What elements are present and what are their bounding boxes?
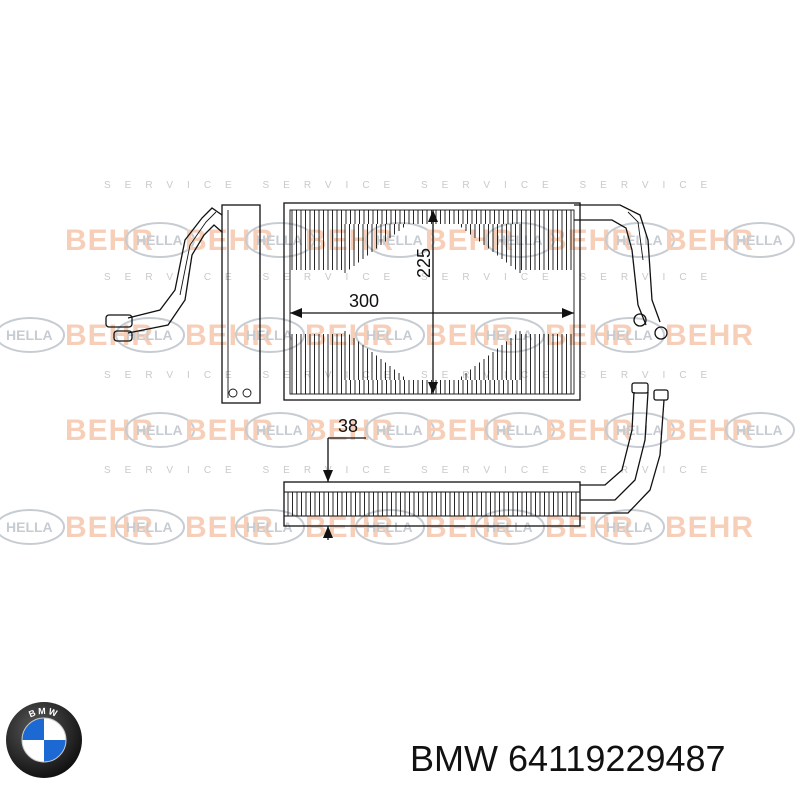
svg-text:HELLA: HELLA <box>366 327 413 343</box>
svg-text:HELLA: HELLA <box>136 422 183 438</box>
svg-text:HELLA: HELLA <box>486 327 533 343</box>
svg-text:HELLA: HELLA <box>496 422 543 438</box>
hella-watermark: HELLA <box>725 222 795 258</box>
behr-watermark: BEHR <box>305 511 394 544</box>
hella-watermark: HELLA <box>245 412 315 448</box>
behr-watermark: BEHR <box>65 511 154 544</box>
behr-watermark: BEHR <box>665 319 754 352</box>
behr-watermark: BEHR <box>185 319 274 352</box>
behr-watermark: BEHR <box>305 224 394 257</box>
svg-text:HELLA: HELLA <box>256 422 303 438</box>
service-watermark: SERVICE SERVICE SERVICE SERVICE <box>104 370 721 381</box>
part-number: 64119229487 <box>508 738 726 779</box>
svg-text:HELLA: HELLA <box>376 422 423 438</box>
dimension-depth: 38 <box>323 416 366 540</box>
front-view <box>283 202 668 401</box>
svg-text:HELLA: HELLA <box>486 519 533 535</box>
svg-text:HELLA: HELLA <box>606 519 653 535</box>
hella-watermark: HELLA <box>725 412 795 448</box>
dimension-height: 225 <box>414 210 438 394</box>
top-view-fins <box>287 492 577 516</box>
top-view <box>283 382 669 527</box>
core-fins <box>291 210 572 394</box>
behr-watermark: BEHR <box>185 511 274 544</box>
behr-watermark: BEHR <box>65 224 154 257</box>
behr-watermark: BEHR <box>185 414 274 447</box>
svg-text:BMW: BMW <box>27 706 60 720</box>
hella-watermark: HELLA <box>365 412 435 448</box>
hella-watermark: HELLA <box>355 509 425 545</box>
behr-watermark: BEHR <box>545 224 634 257</box>
hella-watermark: HELLA <box>0 317 65 353</box>
behr-watermark: BEHR <box>425 511 514 544</box>
svg-text:HELLA: HELLA <box>496 232 543 248</box>
behr-watermark: BEHR <box>425 224 514 257</box>
dimension-depth-label: 38 <box>338 416 358 436</box>
behr-watermark: BEHR <box>665 511 754 544</box>
svg-text:HELLA: HELLA <box>376 232 423 248</box>
svg-text:HELLA: HELLA <box>616 422 663 438</box>
service-watermark: SERVICE SERVICE SERVICE SERVICE <box>104 180 721 191</box>
behr-watermark: BEHR <box>305 319 394 352</box>
hella-watermark: HELLA <box>485 412 555 448</box>
hella-watermark: HELLA <box>355 317 425 353</box>
hella-watermark: HELLA <box>125 222 195 258</box>
behr-watermark: BEHR <box>65 414 154 447</box>
behr-watermark: BEHR <box>545 319 634 352</box>
behr-watermark: BEHR <box>665 414 754 447</box>
behr-watermark: BEHR <box>425 414 514 447</box>
svg-text:HELLA: HELLA <box>736 232 783 248</box>
service-watermark: SERVICE SERVICE SERVICE SERVICE <box>104 272 721 283</box>
behr-watermark: BEHR <box>545 414 634 447</box>
brand-name: BMW <box>410 738 498 779</box>
hella-watermark: HELLA <box>235 317 305 353</box>
side-view <box>105 204 261 404</box>
service-watermark: SERVICE SERVICE SERVICE SERVICE <box>104 465 721 476</box>
svg-text:HELLA: HELLA <box>606 327 653 343</box>
dimension-width: 300 <box>290 291 574 318</box>
svg-text:HELLA: HELLA <box>6 519 53 535</box>
hella-watermark: HELLA <box>235 509 305 545</box>
svg-text:HELLA: HELLA <box>136 232 183 248</box>
behr-watermark: BEHR <box>545 511 634 544</box>
svg-text:HELLA: HELLA <box>126 519 173 535</box>
hella-watermark: HELLA <box>605 412 675 448</box>
svg-text:HELLA: HELLA <box>366 519 413 535</box>
dimension-height-label: 225 <box>414 248 434 278</box>
svg-text:HELLA: HELLA <box>246 519 293 535</box>
hella-watermark: HELLA <box>595 317 665 353</box>
part-caption: BMW 64119229487 <box>410 738 726 780</box>
hella-watermark: HELLA <box>0 509 65 545</box>
behr-watermark: BEHR <box>185 224 274 257</box>
svg-text:HELLA: HELLA <box>6 327 53 343</box>
svg-text:HELLA: HELLA <box>736 422 783 438</box>
svg-text:HELLA: HELLA <box>126 327 173 343</box>
hella-watermark: HELLA <box>125 412 195 448</box>
svg-text:HELLA: HELLA <box>246 327 293 343</box>
svg-text:HELLA: HELLA <box>256 232 303 248</box>
hella-watermark: HELLA <box>115 509 185 545</box>
behr-watermark: BEHR <box>305 414 394 447</box>
bmw-logo: BMW <box>6 702 82 778</box>
dimension-width-label: 300 <box>349 291 379 311</box>
behr-watermark: BEHR <box>65 319 154 352</box>
hella-watermark: HELLA <box>245 222 315 258</box>
behr-watermark: BEHR <box>425 319 514 352</box>
behr-watermark: BEHR <box>665 224 754 257</box>
hella-watermark: HELLA <box>475 509 545 545</box>
